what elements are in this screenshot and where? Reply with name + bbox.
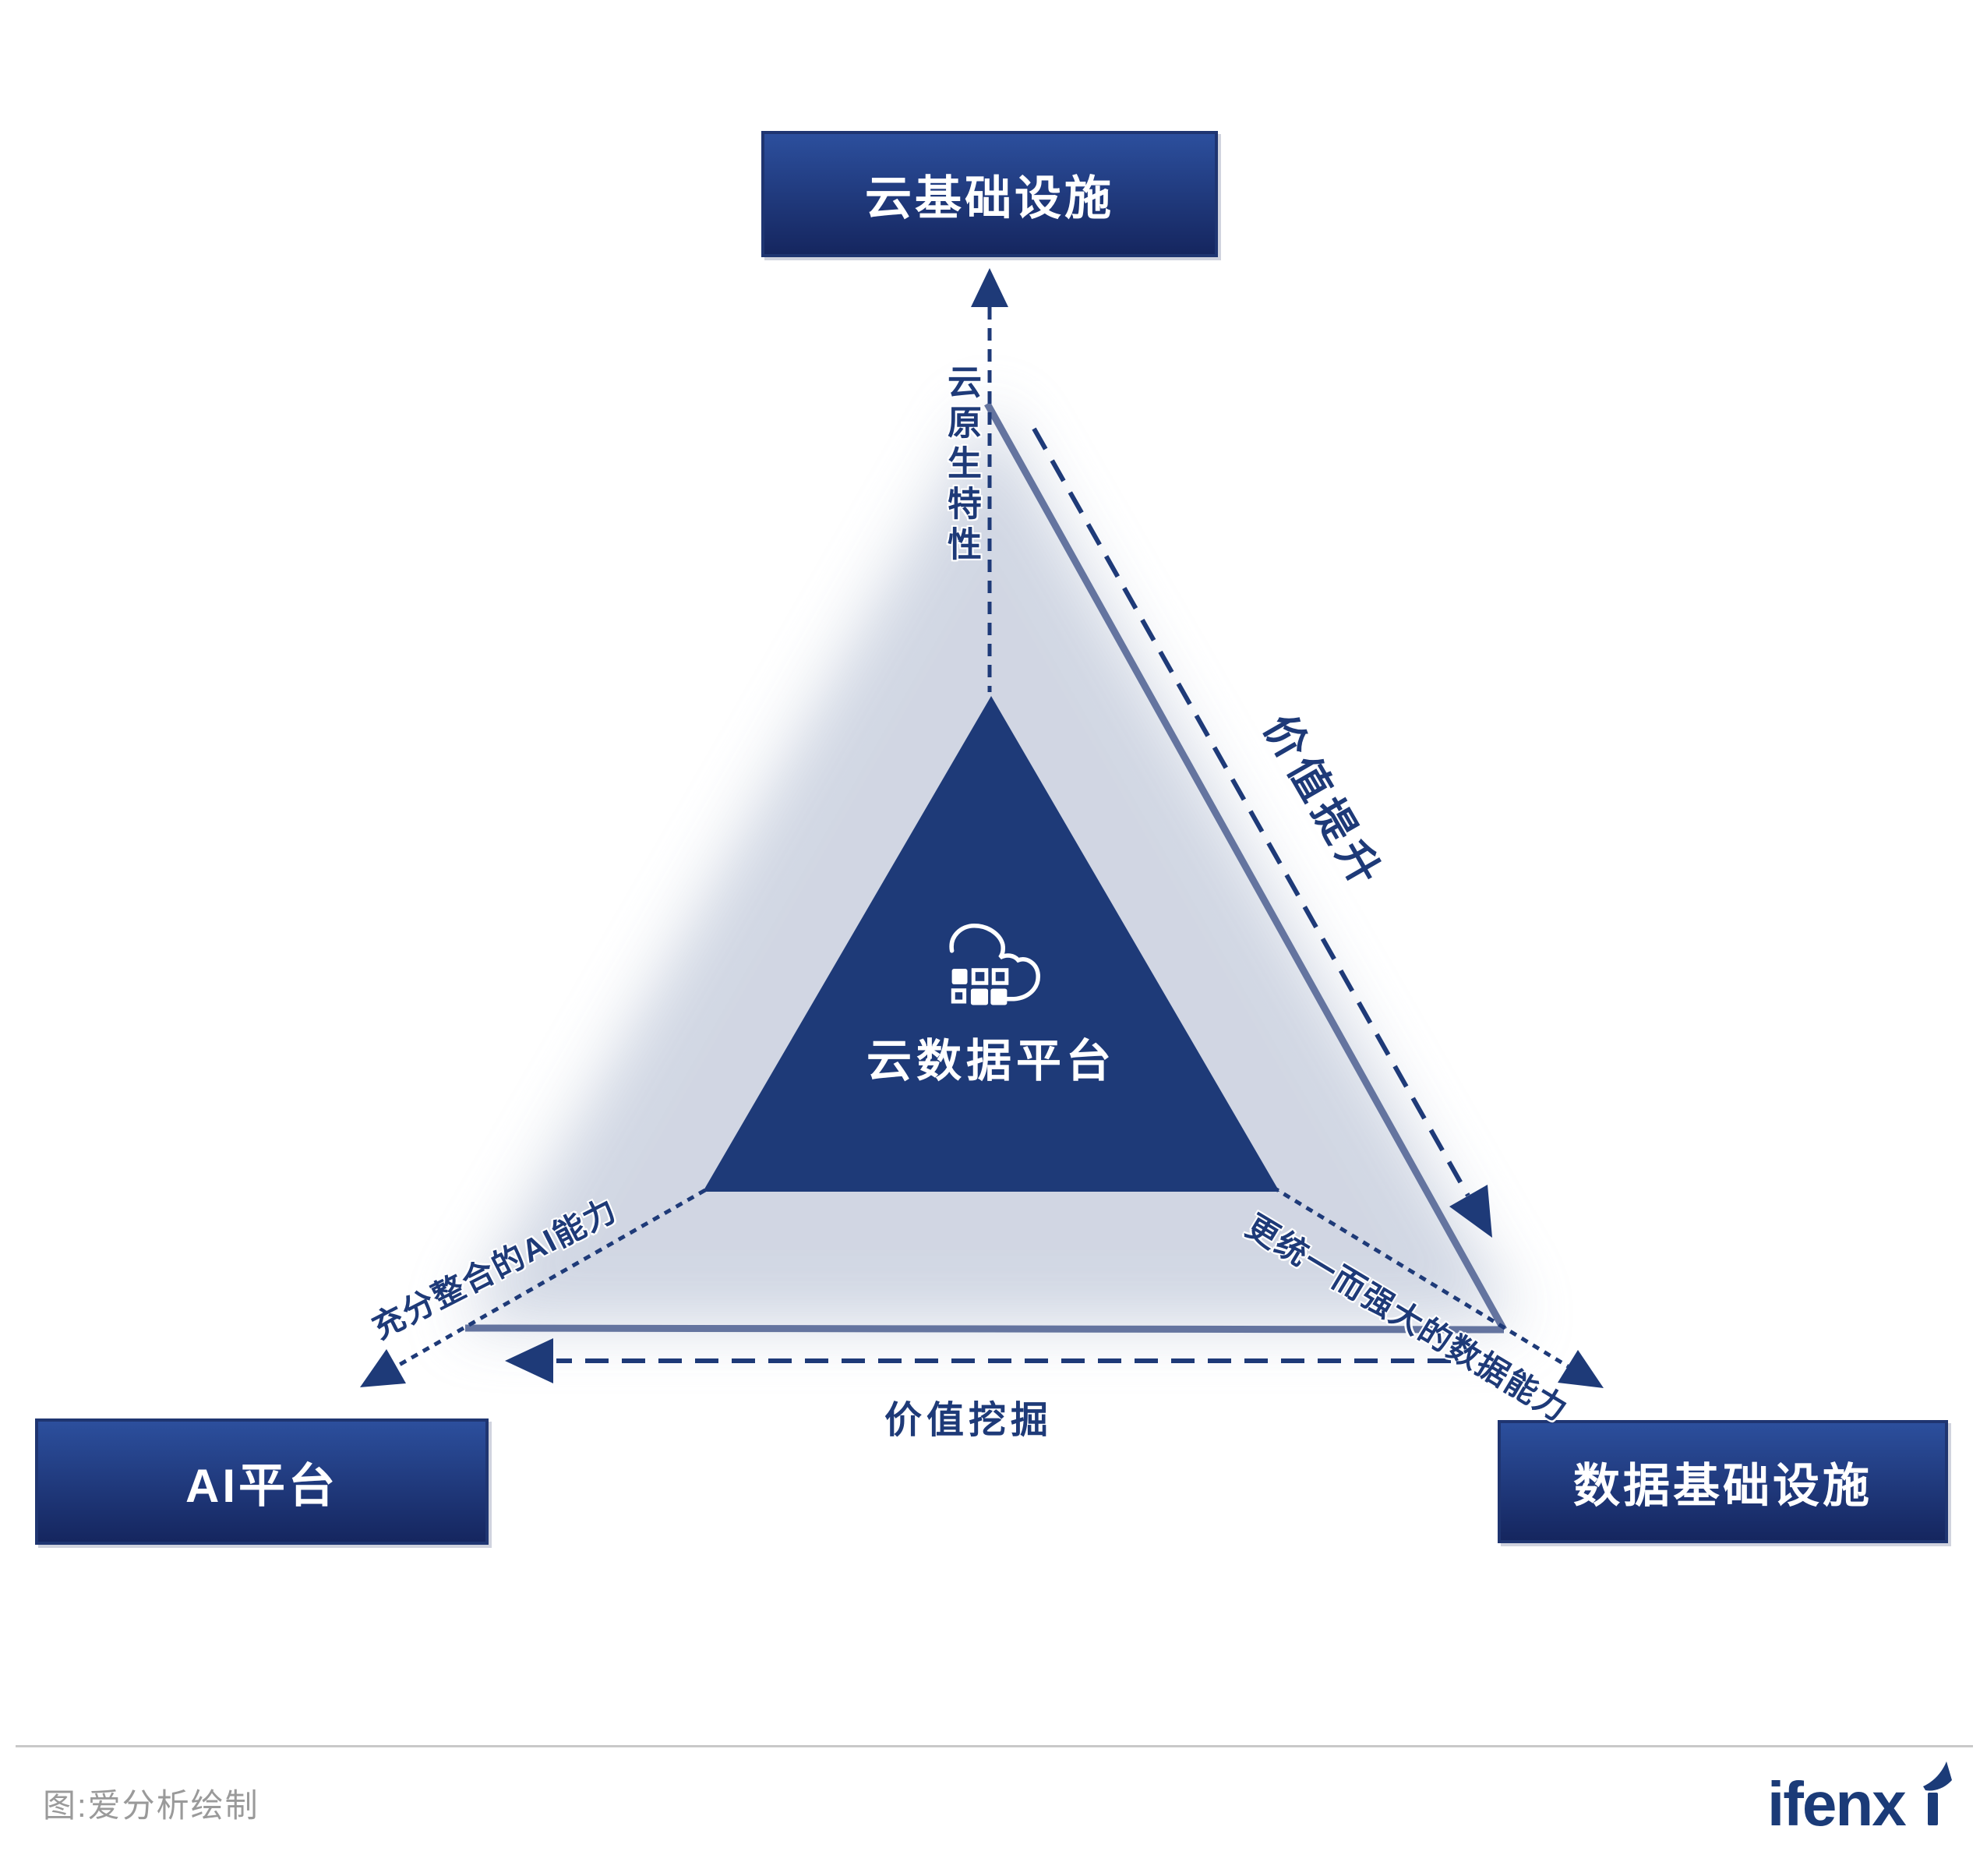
node-data-infrastructure-label: 数据基础设施 (1573, 1459, 1872, 1512)
outer-edge-right (984, 401, 1507, 1332)
node-cloud-infrastructure-label: 云基础设施 (865, 171, 1114, 224)
connector-left-arrowhead (360, 1349, 406, 1387)
value-up-arrowhead (1449, 1185, 1492, 1238)
connector-top-arrowhead (971, 268, 1008, 307)
footer-source-caption: 图:爱分析绘制 (43, 1787, 259, 1824)
footer-divider (16, 1745, 1973, 1747)
ifenxi-logo-text: ifenx (1767, 1769, 1906, 1838)
edge-label-cloud-native: 云原生特性 (942, 364, 980, 567)
center-platform-label: 云数据平台 (866, 1036, 1117, 1086)
value-mining-arrowhead (505, 1338, 553, 1383)
node-cloud-infrastructure: 云基础设施 (761, 131, 1218, 257)
node-ai-platform: AI平台 (35, 1418, 489, 1545)
node-data-infrastructure: 数据基础设施 (1498, 1420, 1948, 1543)
ifenxi-logo: ifenx (1767, 1761, 1952, 1838)
cloud-data-grid-icon (949, 923, 1040, 1005)
connector-right-dotted-line (1271, 1185, 1569, 1369)
node-ai-platform-label: AI平台 (185, 1459, 338, 1512)
connector-right-arrowhead (1558, 1350, 1604, 1388)
inner-triangle (703, 696, 1279, 1192)
value-up-dashed-line (1032, 427, 1470, 1197)
connector-left-dotted-line (395, 1188, 707, 1369)
edge-label-value-mining: 价值挖掘 (884, 1400, 1053, 1441)
ifenxi-logo-i-stem (1928, 1793, 1938, 1825)
outer-edge-bottom (464, 1324, 1505, 1334)
ifenxi-logo-arrow (1923, 1761, 1952, 1791)
